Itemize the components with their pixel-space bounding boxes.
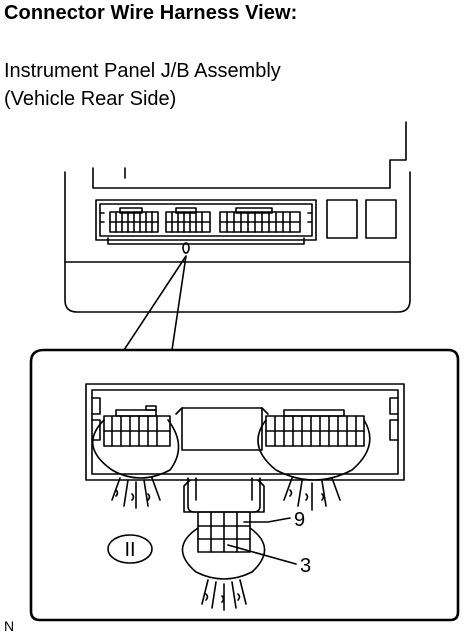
jb-connector-middle <box>165 207 211 233</box>
enlarged-connector-right <box>265 409 365 447</box>
callout-leader <box>123 255 187 351</box>
jb-assembly-body <box>64 121 411 313</box>
pin-3-leader <box>227 544 297 565</box>
jb-relay-blocks <box>326 199 397 239</box>
jb-connector-right <box>219 207 301 233</box>
component-name: Instrument Panel J/B Assembly <box>4 60 281 82</box>
wire-bundle-left <box>91 419 180 509</box>
diagram-title: Connector Wire Harness View: <box>4 2 298 24</box>
wire-bundle-plug <box>181 527 266 611</box>
connector-code-label: II <box>124 539 135 561</box>
enlarged-connector-left <box>103 405 171 447</box>
callout-target-mark <box>182 242 190 254</box>
pin-label-9: 9 <box>294 509 305 531</box>
connector-code-oval <box>107 534 153 564</box>
wire-bundle-right <box>257 419 371 511</box>
jb-connector-housing <box>95 199 317 245</box>
pin-label-3: 3 <box>300 555 311 577</box>
callout-frame <box>29 348 460 622</box>
figure-code: N <box>4 618 15 634</box>
jb-connector-left <box>109 207 159 233</box>
component-view-side: (Vehicle Rear Side) <box>4 88 177 110</box>
pin-9-leader <box>243 517 291 523</box>
enlarged-housing <box>85 383 405 481</box>
harness-plug <box>183 477 265 553</box>
